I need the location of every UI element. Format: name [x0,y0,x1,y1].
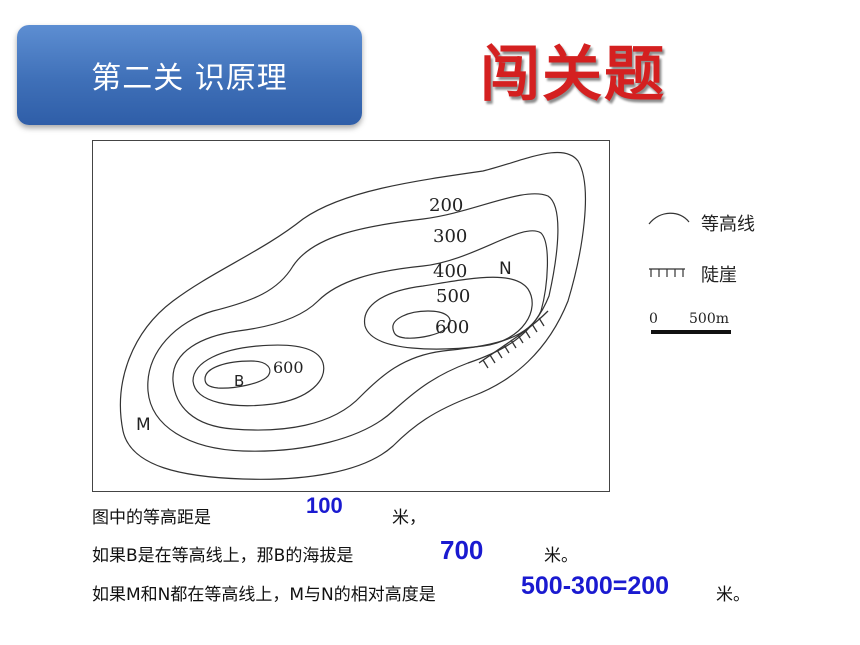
legend-scale-distance: 500m [689,311,729,327]
question-3-text: 如果M和N都在等高线上，M与N的相对高度是 [92,585,436,605]
contour-300 [147,193,559,452]
contour-500-left [192,344,325,407]
legend-cliff-symbol [649,268,685,277]
question-1-unit: 米， [392,508,426,528]
contour-600-left [204,360,271,389]
legend-scale-bar [651,330,731,334]
point-n: N [499,259,512,279]
legend-scale-zero: 0 [649,311,658,327]
legend-contour-label: 等高线 [701,214,755,235]
question-1-text: 图中的等高距是 [92,508,211,528]
question-2-unit: 米。 [544,546,578,566]
label-400: 400 [433,261,467,282]
point-b: B [234,372,244,390]
contour-map-svg: 200 300 400 500 600 600 N B M [119,151,586,480]
answer-3: 500-300=200 [521,572,670,600]
label-600-right: 600 [435,317,469,338]
question-2-text: 如果B是在等高线上，那B的海拔是 [92,546,354,566]
contour-400 [172,230,548,431]
label-600-left: 600 [273,358,304,377]
contour-600-right [392,310,451,339]
point-m: M [136,415,151,435]
contour-500-right [363,276,533,350]
answer-1: 100 [306,493,343,518]
label-200: 200 [429,195,463,216]
challenge-title: 闯关题 [480,40,666,110]
contour-map: 200 300 400 500 600 600 N B M [92,140,610,492]
cliff-symbol [478,310,549,369]
question-3-unit: 米。 [716,585,750,605]
legend-contour-symbol [648,212,690,225]
map-legend: 等高线 陡崖 0 500m [645,200,795,340]
banner-text: 第二关 识原理 [91,61,288,96]
label-500: 500 [436,286,470,307]
contour-200 [119,151,586,480]
answer-2: 700 [440,535,484,565]
level-banner: 第二关 识原理 [17,25,362,125]
label-300: 300 [433,226,467,247]
legend-cliff-label: 陡崖 [701,265,737,286]
